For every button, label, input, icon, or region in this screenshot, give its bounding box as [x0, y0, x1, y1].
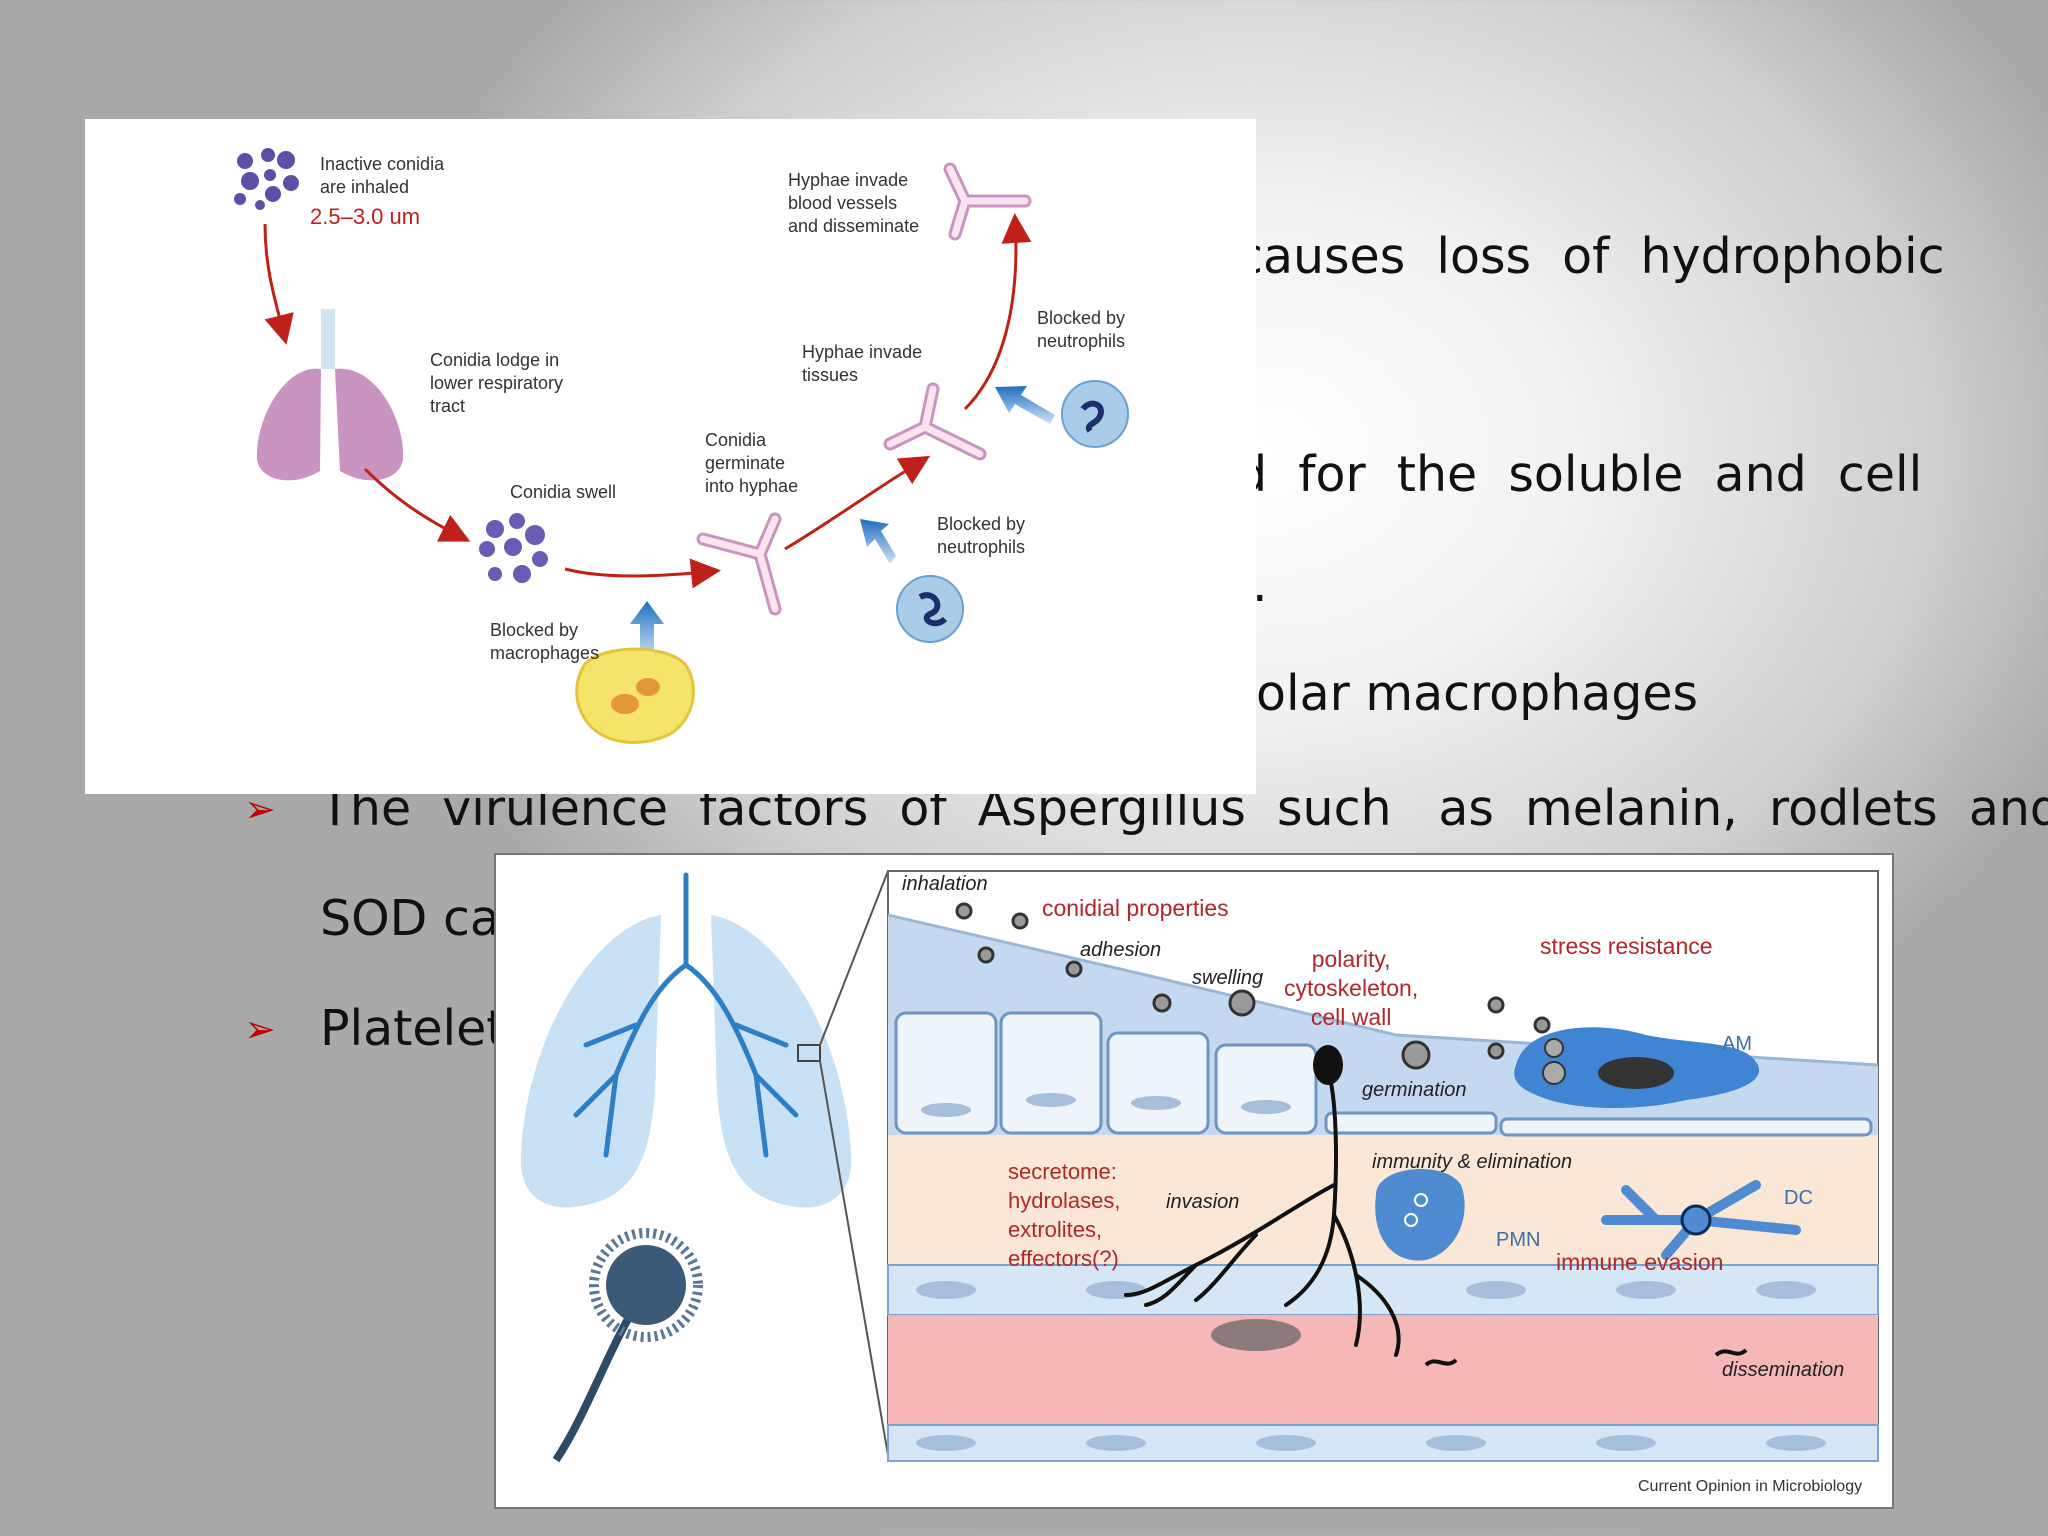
slide-text-line-2: d for the soluble and cell [1236, 446, 1923, 503]
label-conidia-lodge: Conidia lodge in lower respiratory tract [430, 350, 564, 416]
neutrophil-icon [896, 575, 964, 643]
swollen-conidia-icon [479, 513, 548, 583]
bullet-arrow-icon: ➢ [244, 787, 276, 831]
label-conidia-germinate: Conidia germinate into hyphae [705, 430, 799, 496]
neutrophil-pmn-icon [1375, 1168, 1465, 1261]
label-germination: germination [1362, 1079, 1467, 1101]
conidia-sphere-icon [955, 902, 1551, 1070]
label-blocked-neutrophils-1: Blocked by neutrophils [937, 514, 1026, 557]
label-secretome: secretome: hydrolases, extrolites, effec… [1008, 1159, 1121, 1271]
neutrophil-icon [1061, 380, 1129, 448]
label-blocked-macrophages: Blocked by macrophages [490, 620, 600, 663]
label-source-credit: Current Opinion in Microbiology [1638, 1478, 1863, 1495]
label-blocked-neutrophils-2: Blocked by neutrophils [1037, 308, 1126, 351]
label-conidia-size: 2.5–3.0 um [310, 204, 421, 229]
slide-text-line-6: SOD car [320, 890, 521, 947]
label-pmn: PMN [1496, 1229, 1541, 1251]
label-am: AM [1722, 1033, 1752, 1055]
label-invasion: invasion [1166, 1191, 1240, 1213]
slide-text-line-5: The virulence factors of Aspergillus suc… [320, 780, 2048, 837]
label-swelling: swelling [1192, 967, 1264, 989]
bronchial-lungs-icon [520, 872, 852, 1208]
label-hyphae-invade-tissues: Hyphae invade tissues [802, 342, 923, 385]
aspergillus-conidiophore-icon [552, 1228, 703, 1463]
lungs-icon [256, 309, 404, 481]
macrophage-icon [575, 647, 695, 744]
pathogenesis-diagram: inhalation conidial properties adhesion … [494, 853, 1894, 1509]
label-polarity: polarity, cytoskeleton, cell wall [1284, 946, 1419, 1030]
label-inactive-conidia: Inactive conidia are inhaled [320, 154, 445, 197]
conidia-cluster-icon [234, 148, 299, 210]
slide-text-line-1: causes loss of hydrophobic [1236, 228, 1945, 285]
dissemination-squiggle-icon [1714, 1348, 1748, 1357]
infection-cycle-diagram: Inactive conidia are inhaled 2.5–3.0 um … [85, 119, 1256, 794]
alveolar-macrophage-icon [1514, 1027, 1760, 1109]
label-inhalation: inhalation [902, 873, 988, 895]
label-conidia-swell: Conidia swell [510, 482, 617, 502]
bullet-arrow-icon: ➢ [244, 1007, 276, 1051]
label-adhesion: adhesion [1080, 939, 1162, 961]
slide-text-line-4: olar macrophages [1256, 665, 1699, 722]
label-dissemination: dissemination [1722, 1359, 1845, 1381]
germinating-hypha-icon [1124, 1069, 1401, 1357]
label-hyphae-invade-blood: Hyphae invade blood vessels and dissemin… [788, 170, 920, 236]
label-immune-evasion: immune evasion [1556, 1249, 1724, 1275]
label-immunity-elimination: immunity & elimination [1372, 1151, 1573, 1173]
label-conidial-properties: conidial properties [1042, 895, 1229, 921]
slide-text-line-7: Platelet [320, 1000, 506, 1057]
label-dc: DC [1784, 1187, 1813, 1209]
label-stress-resistance: stress resistance [1540, 933, 1713, 959]
